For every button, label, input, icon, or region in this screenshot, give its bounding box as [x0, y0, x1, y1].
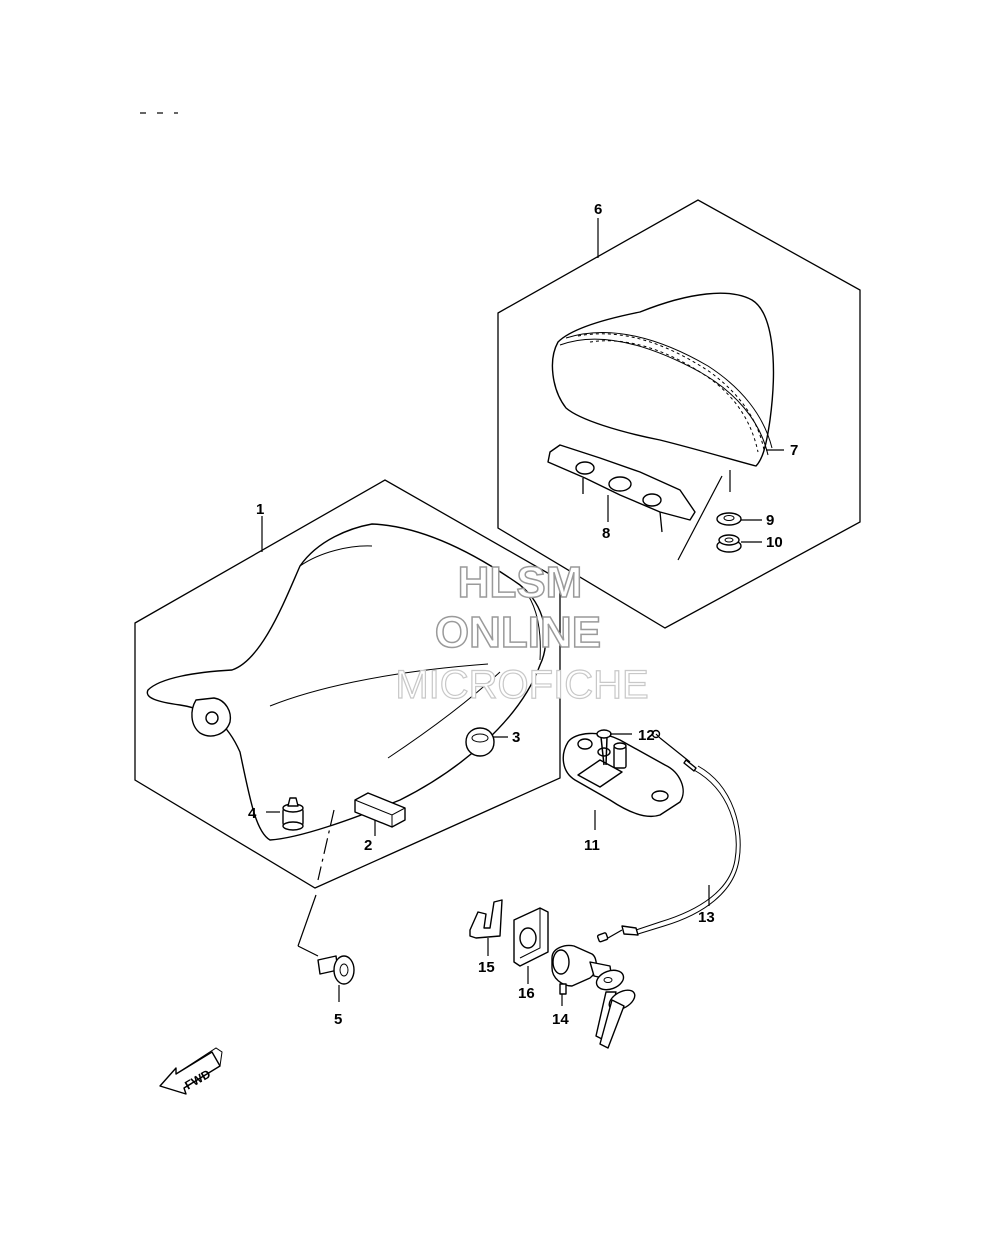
callout-16: 16 — [518, 985, 535, 1002]
key-icon — [595, 969, 636, 1049]
plate-16 — [513, 907, 549, 984]
callout-5: 5 — [334, 1011, 342, 1028]
lock-set-14 — [551, 944, 636, 1049]
callout-15: 15 — [478, 959, 495, 976]
rear-seat-group-outline — [497, 199, 861, 629]
callout-labels: 1 2 3 4 5 6 7 8 9 10 11 12 13 14 15 16 — [248, 201, 798, 1028]
watermark: HLSM ONLINE MICROFICHE — [395, 557, 650, 707]
watermark-line2: ONLINE — [435, 608, 601, 657]
front-seat-group-outline — [134, 479, 561, 889]
screw-12 — [596, 729, 632, 766]
callout-14: 14 — [552, 1011, 569, 1028]
fwd-arrow: FWD — [159, 1047, 223, 1095]
cushion-4 — [282, 797, 304, 831]
callout-6: 6 — [594, 201, 602, 218]
rear-seat-bracket — [547, 444, 696, 533]
callout-7: 7 — [790, 442, 798, 459]
callout-11: 11 — [584, 837, 600, 854]
rear-seat-cushion — [551, 292, 775, 467]
lock-bracket-11 — [562, 732, 684, 830]
callout-10: 10 — [766, 534, 783, 551]
callout-1: 1 — [256, 501, 264, 518]
nut-10 — [716, 534, 742, 553]
callout-8: 8 — [602, 525, 610, 542]
washer-9 — [716, 512, 742, 526]
block-2 — [354, 792, 406, 828]
callout-4: 4 — [248, 805, 257, 822]
front-seat-cushion — [146, 523, 547, 841]
watermark-line1: HLSM — [458, 558, 583, 607]
callout-3: 3 — [512, 729, 520, 746]
watermark-line3: MICROFICHE — [395, 663, 648, 707]
callout-2: 2 — [364, 837, 372, 854]
callout-9: 9 — [766, 512, 774, 529]
pin-5 — [317, 955, 355, 1002]
cable-13 — [596, 729, 741, 943]
callout-12: 12 — [638, 727, 655, 744]
callout-13: 13 — [698, 909, 715, 926]
clip-15 — [469, 899, 503, 956]
rubber-3 — [465, 727, 495, 757]
